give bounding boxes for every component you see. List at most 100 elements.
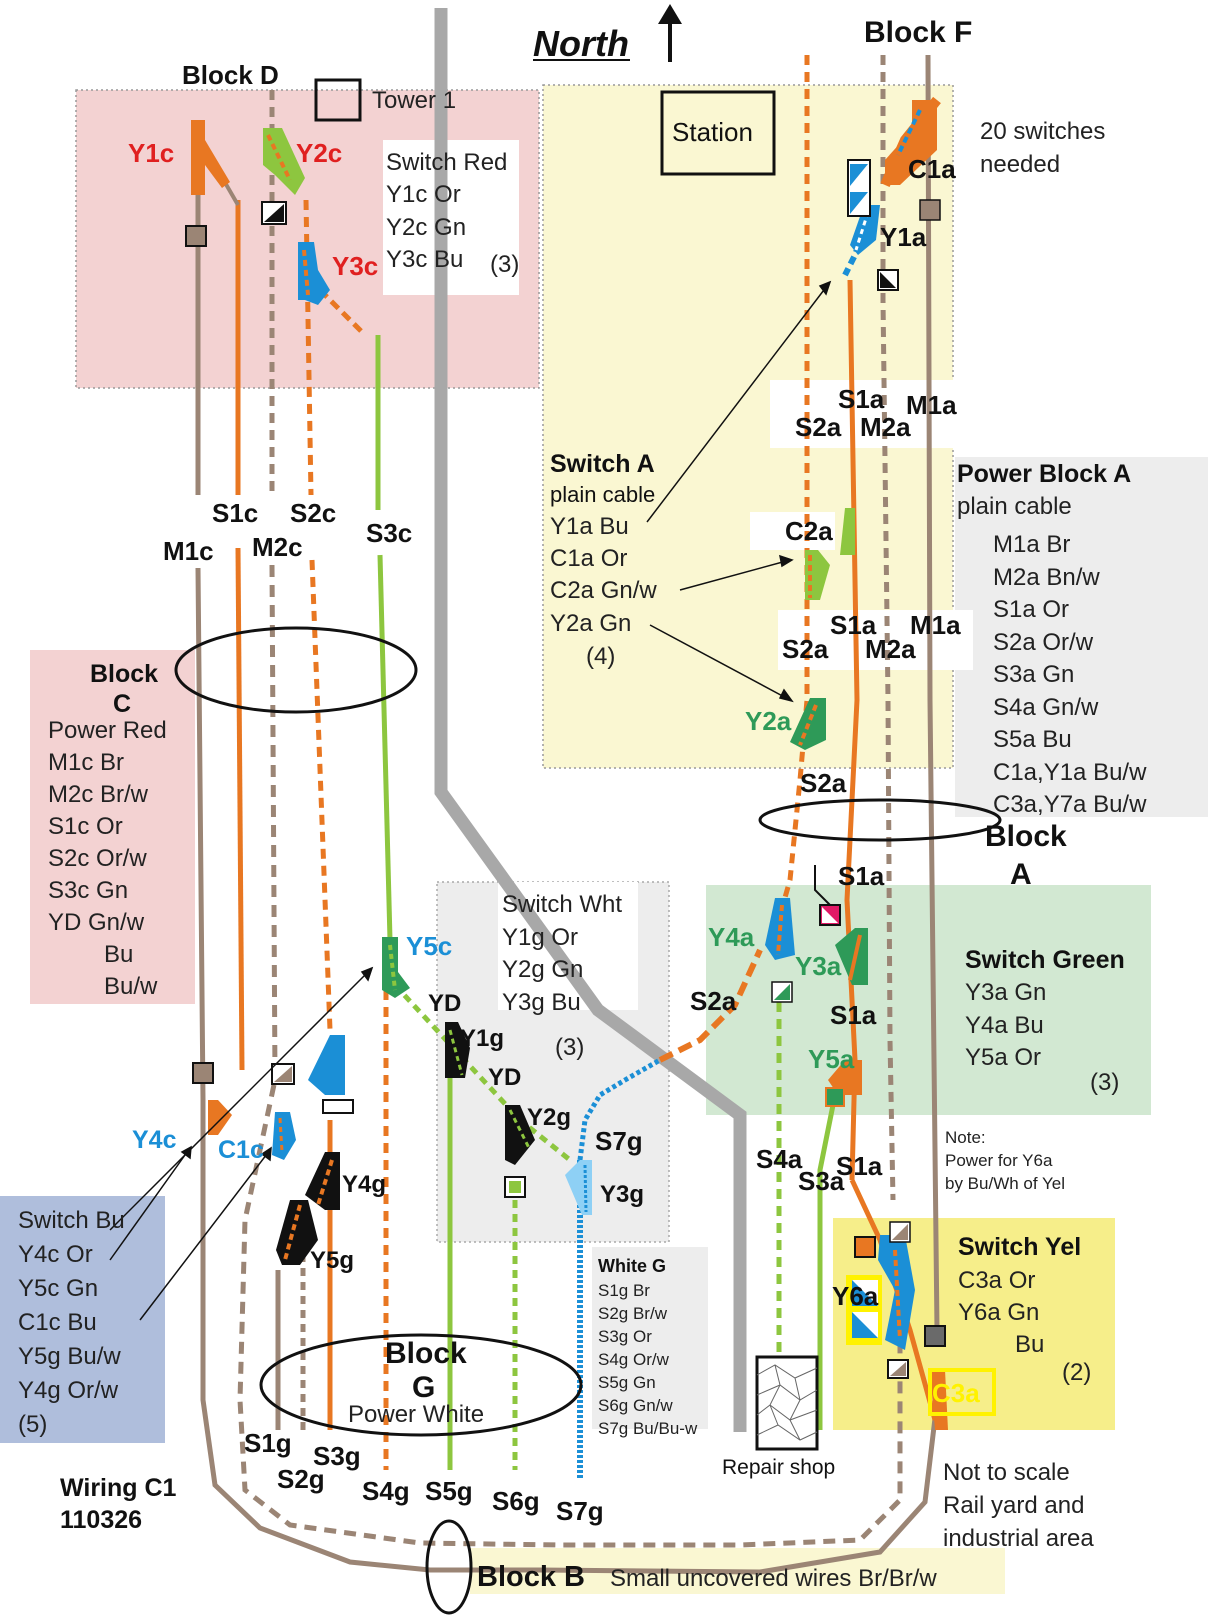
svg-text:S1c Or: S1c Or	[48, 813, 123, 840]
marker-m2a-yel	[889, 1221, 911, 1243]
svg-text:YD Gn/w: YD Gn/w	[48, 909, 145, 936]
svg-text:(4): (4)	[586, 643, 615, 670]
svg-text:Y1c Or: Y1c Or	[386, 181, 461, 208]
svg-text:S4a Gn/w: S4a Gn/w	[993, 694, 1099, 721]
label-c2a: C2a	[785, 516, 833, 546]
svg-text:Switch Red: Switch Red	[386, 149, 507, 176]
track-s1a	[844, 279, 860, 1181]
track-s2a-curve	[658, 948, 763, 1063]
svg-text:S4g: S4g	[362, 1476, 410, 1506]
svg-text:M1a: M1a	[906, 390, 957, 420]
svg-text:S4g Or/w: S4g Or/w	[598, 1350, 670, 1369]
block-g-label-2: G	[412, 1371, 435, 1404]
svg-text:Switch A: Switch A	[550, 450, 655, 478]
switch-y4g	[305, 1152, 340, 1210]
svg-text:S1a: S1a	[836, 1151, 883, 1181]
power-note: Note: Power for Y6a by Bu/Wh of Yel	[945, 1128, 1065, 1193]
svg-text:C1c Bu: C1c Bu	[18, 1309, 97, 1336]
svg-text:S2a: S2a	[800, 768, 847, 798]
block-c-panel	[30, 650, 195, 1004]
svg-text:C: C	[113, 690, 131, 718]
label-c3a: C3a	[932, 1378, 980, 1408]
svg-text:S3c: S3c	[366, 518, 412, 548]
section-labels: S1a M1a S2a M2a S1a M1a S2a M2a S2a S1a …	[163, 384, 961, 1526]
switch-y4a	[765, 898, 795, 960]
road	[434, 8, 747, 1432]
svg-text:S3c Gn: S3c Gn	[48, 877, 128, 904]
switch-y3a	[835, 928, 868, 985]
switch-y3g	[565, 1160, 592, 1215]
svg-text:M1a: M1a	[910, 610, 961, 640]
s1a-m1a-label-box	[770, 380, 955, 448]
track-s2c-lower	[309, 559, 333, 1031]
svg-text:(5): (5)	[18, 1411, 47, 1438]
c3a-indicator	[928, 1368, 996, 1416]
station-building	[660, 90, 776, 176]
north-arrow-icon	[658, 4, 682, 62]
svg-text:S1a: S1a	[838, 384, 885, 414]
switch-yel-legend: Switch Yel C3a Or Y6a Gn Bu (2)	[958, 1233, 1091, 1386]
switch-c1a	[885, 100, 937, 185]
block-c-ellipse	[174, 626, 418, 714]
svg-text:M2a: M2a	[860, 412, 911, 442]
svg-text:M1c: M1c	[163, 536, 214, 566]
svg-text:S2c Or/w: S2c Or/w	[48, 845, 147, 872]
svg-text:Y5g Bu/w: Y5g Bu/w	[18, 1343, 121, 1370]
label-y3g: Y3g	[600, 1181, 644, 1208]
marker-m2a	[877, 269, 899, 291]
north-label: North	[533, 23, 629, 64]
svg-text:S1g: S1g	[244, 1428, 292, 1458]
svg-text:S5a Bu: S5a Bu	[993, 726, 1072, 753]
svg-text:110326: 110326	[60, 1506, 142, 1534]
svg-text:C1a,Y1a Bu/w: C1a,Y1a Bu/w	[993, 759, 1147, 786]
svg-text:Y5a Or: Y5a Or	[965, 1044, 1041, 1071]
label-yd-1: YD	[428, 990, 461, 1017]
svg-text:Y3c Bu: Y3c Bu	[386, 246, 463, 273]
label-y1c: Y1c	[128, 138, 174, 168]
switch-y5c	[382, 937, 410, 998]
power-block-a-panel	[955, 457, 1208, 817]
track-s2c	[303, 199, 314, 496]
track-s3a	[817, 1094, 838, 1430]
block-b-label: Block B	[477, 1561, 585, 1593]
wiring-id: Wiring C1 110326	[60, 1474, 177, 1534]
marker-m1c	[185, 225, 207, 247]
marker-m1a-yel	[924, 1325, 946, 1347]
track-s3a-wire	[814, 865, 831, 906]
marker-y4a-green	[771, 981, 793, 1003]
svg-text:Block: Block	[90, 660, 158, 688]
label-y6a: Y6a	[832, 1281, 879, 1311]
track-m1a	[925, 54, 940, 1331]
svg-text:S1c: S1c	[212, 498, 258, 528]
switch-wht-legend: Switch Wht Y1g Or Y2g Gn Y3g Bu (3)	[502, 891, 622, 1061]
svg-text:Switch Wht: Switch Wht	[502, 891, 622, 918]
svg-text:Y6a Gn: Y6a Gn	[958, 1299, 1039, 1326]
svg-text:S2a: S2a	[782, 634, 829, 664]
label-c1a: C1a	[908, 154, 956, 184]
power-white-label: Power White	[348, 1401, 484, 1428]
svg-text:Y2c Gn: Y2c Gn	[386, 214, 466, 241]
svg-text:M1c Br: M1c Br	[48, 749, 124, 776]
y6a-indicator	[846, 1275, 882, 1345]
label-y3a: Y3a	[795, 951, 842, 981]
svg-text:M1a Br: M1a Br	[993, 531, 1070, 558]
svg-text:S1a Or: S1a Or	[993, 596, 1069, 623]
svg-text:Bu/w: Bu/w	[104, 973, 158, 1000]
switch-y5a	[825, 1060, 862, 1107]
label-y1g: Y1g	[460, 1025, 504, 1052]
svg-text:Y4g Or/w: Y4g Or/w	[18, 1377, 119, 1404]
svg-text:Wiring C1: Wiring C1	[60, 1474, 177, 1502]
svg-text:S1g Br: S1g Br	[598, 1281, 650, 1300]
svg-text:C3a,Y7a Bu/w: C3a,Y7a Bu/w	[993, 791, 1147, 818]
switch-c1c	[272, 1035, 345, 1160]
tower-1-label: Tower 1	[372, 87, 456, 114]
switch-y2a	[790, 698, 826, 750]
svg-text:by Bu/Wh of Yel: by Bu/Wh of Yel	[945, 1174, 1065, 1193]
label-y5c: Y5c	[406, 931, 452, 961]
marker-m1a	[919, 199, 941, 221]
label-y5a: Y5a	[808, 1044, 855, 1074]
label-y3c: Y3c	[332, 251, 378, 281]
svg-text:S7g: S7g	[595, 1126, 643, 1156]
svg-text:S3a: S3a	[798, 1166, 845, 1196]
